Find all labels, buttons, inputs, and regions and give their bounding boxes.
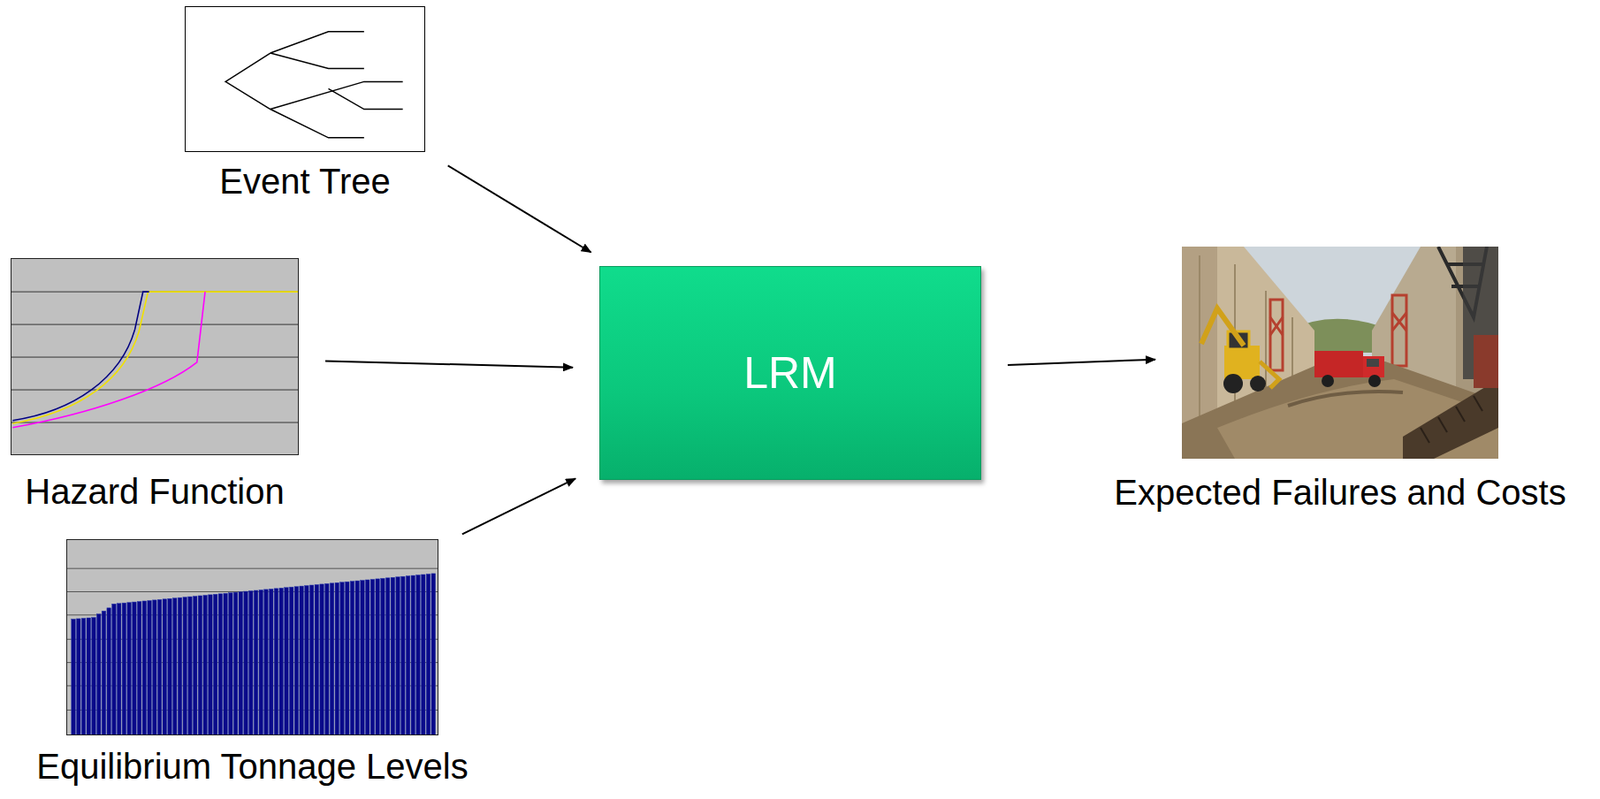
tonnage-bar <box>360 580 366 736</box>
flow-arrow <box>448 165 592 252</box>
tonnage-bar <box>431 573 436 736</box>
event-tree-box: Event Tree <box>184 6 426 153</box>
tonnage-bar <box>405 576 411 736</box>
tonnage-bar <box>329 583 335 736</box>
tonnage-bar <box>96 614 101 736</box>
tonnage-bar <box>208 594 214 736</box>
tonnage-bar <box>325 583 330 736</box>
tonnage-bar <box>253 590 259 736</box>
tonnage-bar <box>304 586 310 736</box>
tonnage-bar <box>340 582 345 736</box>
tonnage-bar <box>420 574 426 736</box>
tonnage-bar <box>188 596 193 736</box>
crane-tracks-art <box>1402 335 1499 459</box>
caption-label: Hazard Function <box>24 472 284 511</box>
tonnage-bar <box>370 579 375 736</box>
tonnage-bar <box>81 617 86 736</box>
tonnage-bar <box>157 599 162 736</box>
caption-label: Equilibrium Tonnage Levels <box>36 746 468 786</box>
tonnage-bar <box>192 596 198 736</box>
tonnage-bar <box>401 576 406 736</box>
tonnage-bar <box>112 603 117 736</box>
backhoe-art <box>1201 308 1280 394</box>
tonnage-bar <box>314 584 320 736</box>
tonnage-bar <box>259 589 264 736</box>
tonnage-bar <box>203 594 208 736</box>
tonnage-bar <box>309 585 314 736</box>
tonnage-bar <box>137 601 142 736</box>
tonnage-bar <box>289 586 294 736</box>
tonnage-bar <box>268 588 274 736</box>
tonnage-bar <box>121 602 127 736</box>
tonnage-bar <box>198 595 203 736</box>
tonnage-bar <box>218 594 223 736</box>
tonnage-bar <box>294 586 299 736</box>
tonnage-bar <box>416 575 421 736</box>
tonnage-bar <box>299 586 305 736</box>
box-label: LRM <box>743 349 838 398</box>
tonnage-bar <box>147 600 153 736</box>
tonnage-bar <box>380 578 386 736</box>
tonnage-bar <box>375 579 381 736</box>
tonnage-bar <box>167 598 173 736</box>
tonnage-bar <box>223 593 229 736</box>
tonnage-bar <box>238 592 244 736</box>
tonnage-bar <box>91 617 97 736</box>
tonnage-bar <box>355 580 360 736</box>
event-tree-art <box>184 6 426 153</box>
tonnage-bar <box>182 597 188 736</box>
model-box: LRM <box>599 266 982 480</box>
tonnage-bar <box>335 582 340 736</box>
tonnage-bar <box>284 587 290 736</box>
tonnage-bar <box>142 601 147 736</box>
construction-photo-art <box>1181 246 1499 459</box>
tonnage-bar <box>76 618 81 736</box>
tonnage-bar <box>71 618 77 736</box>
flow-arrow <box>1007 359 1156 366</box>
tonnage-bar <box>390 577 396 736</box>
tonnage-bar <box>127 602 132 736</box>
tonnage-bar <box>177 597 183 736</box>
tonnage-bar <box>344 581 350 736</box>
tonnage-bar <box>396 577 401 736</box>
tonnage-bar <box>228 593 234 736</box>
tonnage-bar <box>350 581 355 736</box>
truck-art <box>1314 350 1385 388</box>
hazard-chart-box: Hazard Function <box>10 258 299 456</box>
tonnage-bar <box>106 608 112 736</box>
tonnage-bar <box>152 600 158 736</box>
tonnage-bar <box>116 603 122 736</box>
tonnage-bar <box>172 598 177 736</box>
tonnage-bar <box>243 591 249 736</box>
flow-arrow <box>325 361 573 368</box>
tonnage-bar <box>86 617 92 736</box>
flow-arrow <box>462 478 576 534</box>
tonnage-bar <box>385 578 390 736</box>
result-photo-box: Expected Failures and Costs <box>1181 246 1499 459</box>
tonnage-bar <box>132 601 138 736</box>
tonnage-bar <box>365 579 370 736</box>
caption-label: Expected Failures and Costs <box>1113 472 1566 512</box>
tonnage-bar <box>233 592 238 736</box>
tonnage-bar <box>248 591 253 736</box>
tonnage-chart-art <box>66 539 439 736</box>
tonnage-bar <box>213 594 218 736</box>
tonnage-bar <box>279 587 284 736</box>
hazard-chart-art <box>10 258 299 456</box>
caption-label: Event Tree <box>219 161 390 201</box>
tonnage-bar <box>274 588 279 736</box>
tonnage-bar <box>411 575 416 736</box>
tonnage-bar <box>264 589 269 736</box>
tonnage-bar <box>162 599 168 736</box>
tonnage-bar <box>320 584 325 736</box>
tonnage-chart-box: Equilibrium Tonnage Levels <box>66 539 439 736</box>
tonnage-bar <box>426 573 431 736</box>
tonnage-bar <box>101 610 107 736</box>
